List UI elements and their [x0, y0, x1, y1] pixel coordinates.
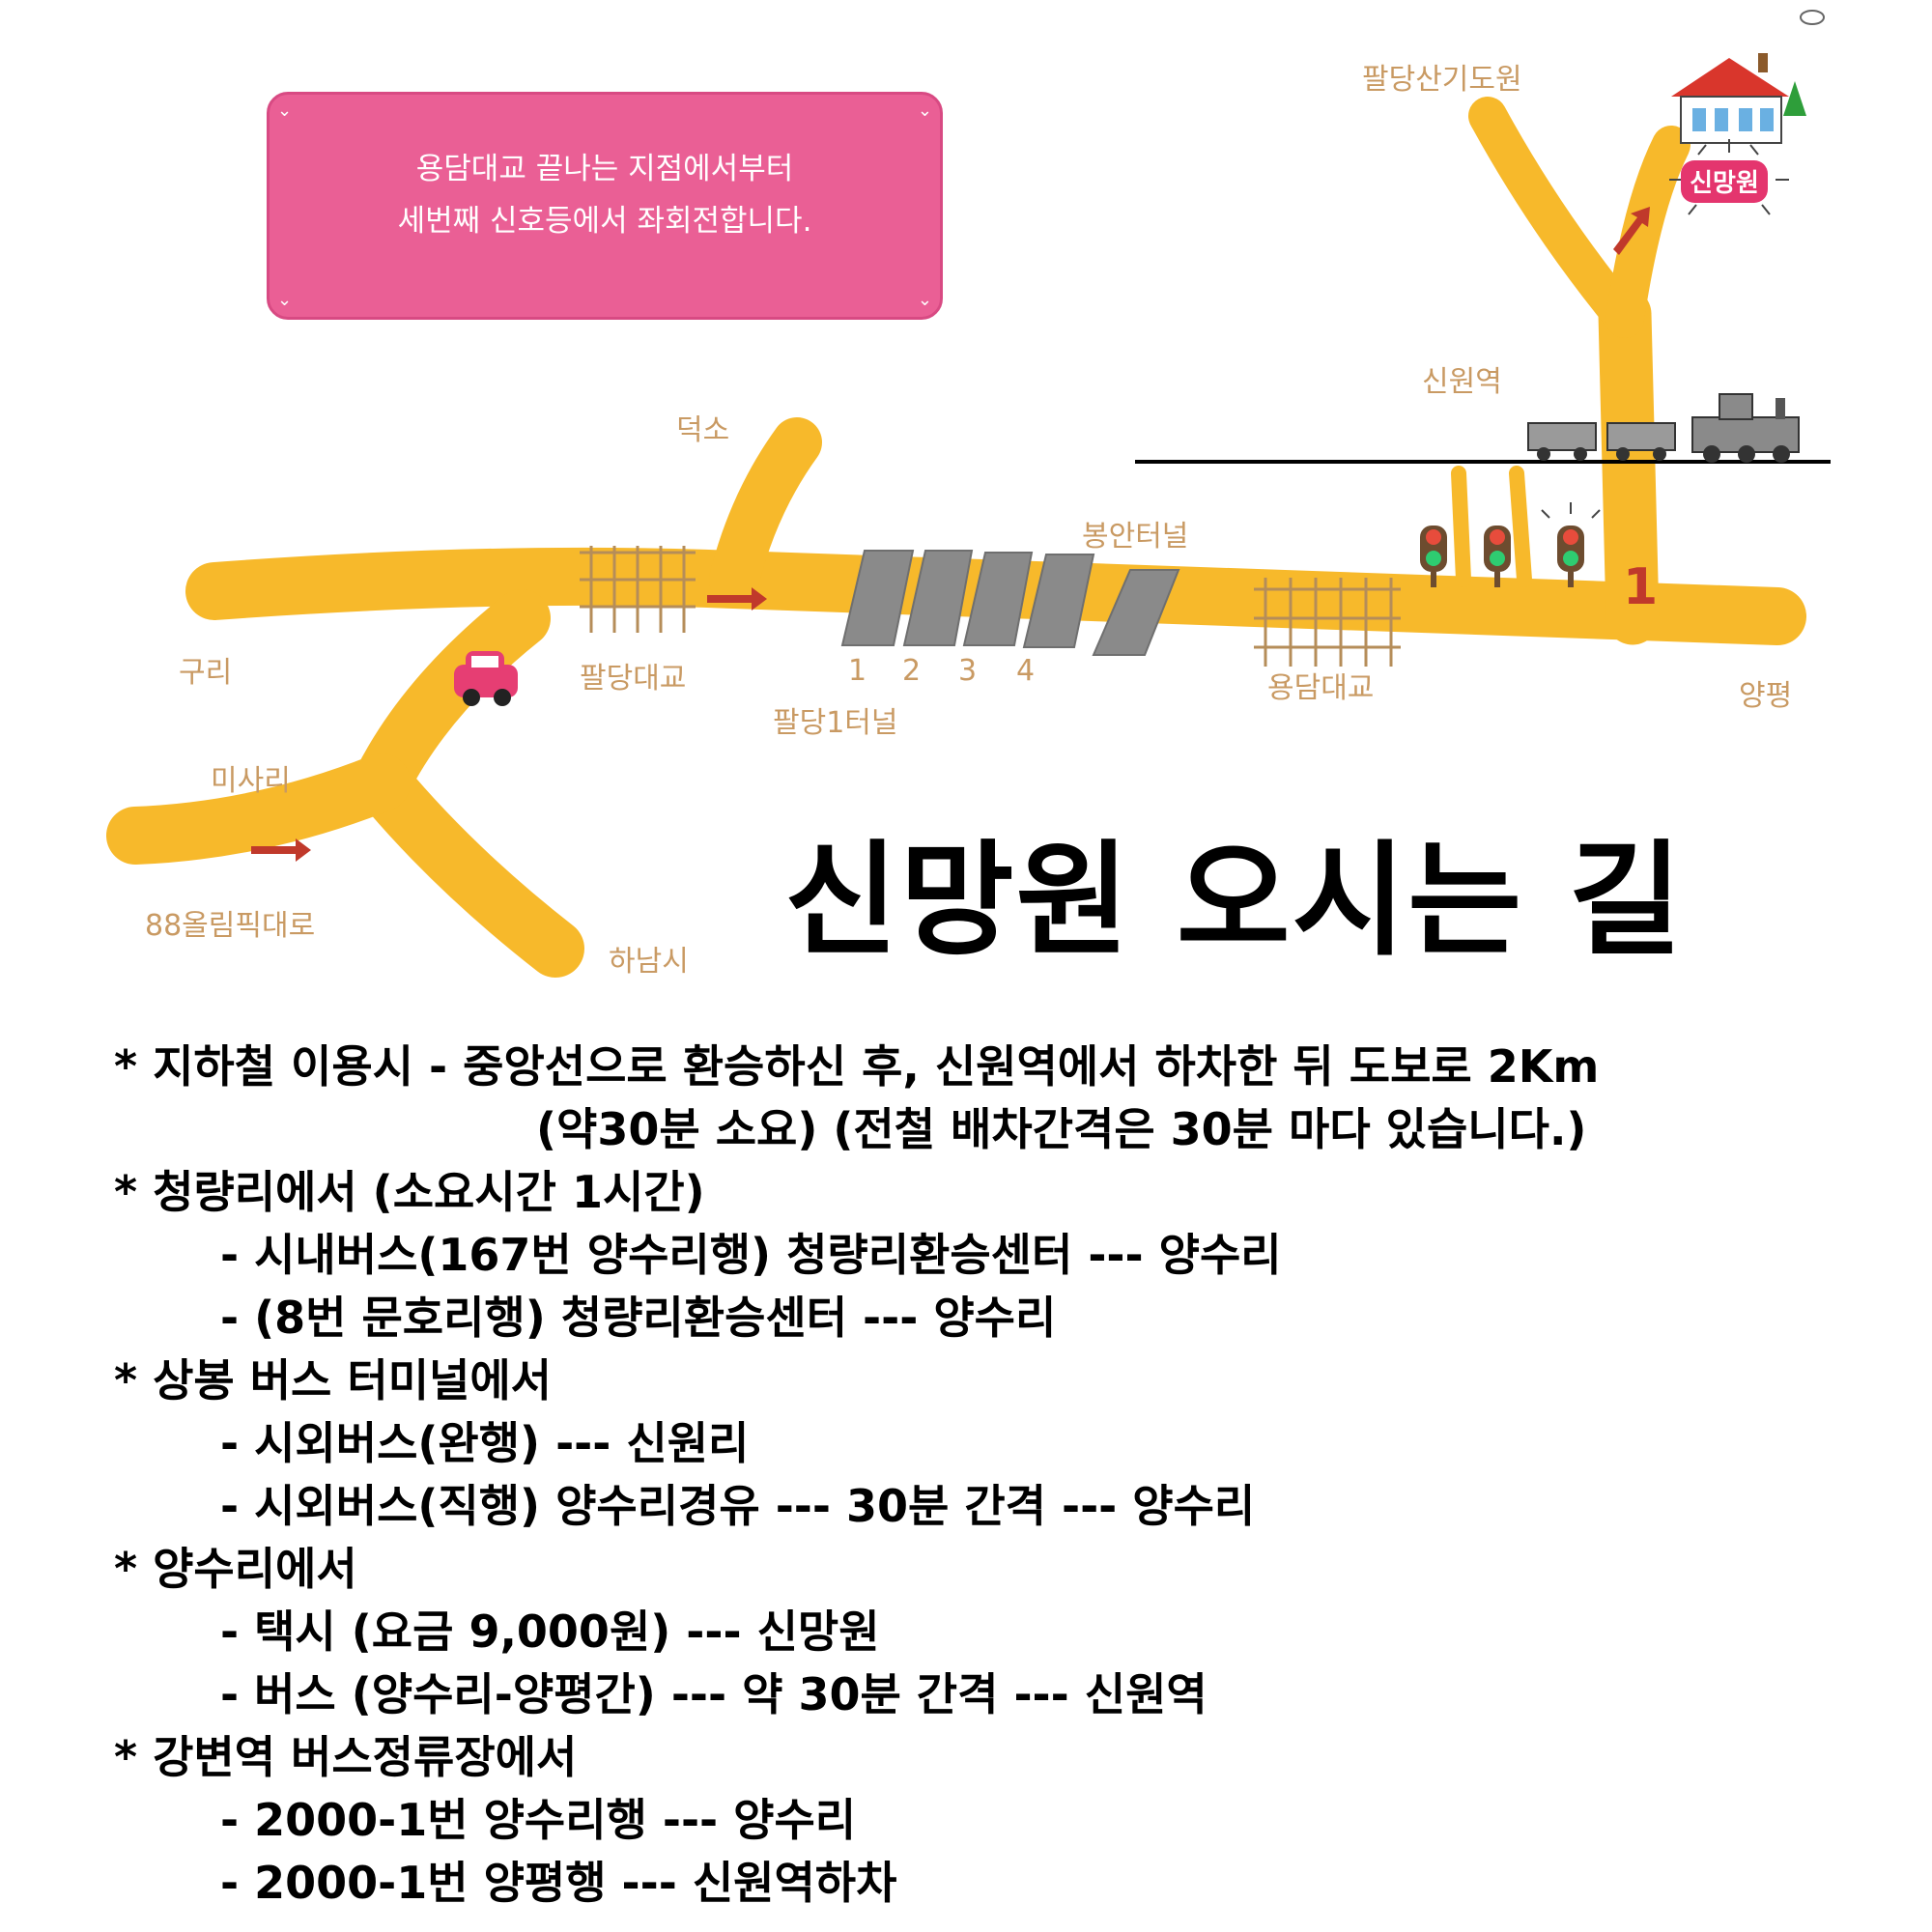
map-labels: 팔당산기도원 신망원 신원역 덕소 봉안터널 구리 팔당대교 1 2 3 4 팔…	[145, 63, 1792, 979]
arrow-icon	[1613, 207, 1650, 255]
label-paldang1-tunnel: 팔당1터널	[773, 706, 898, 740]
page-title: 신망원 오시는 길	[784, 829, 1685, 973]
side-street-2	[1509, 466, 1532, 587]
direction-heading: * 양수리에서	[114, 1543, 357, 1595]
railway	[1135, 393, 1831, 464]
label-yangpyeong: 양평	[1739, 679, 1792, 713]
direction-heading: * 상봉 버스 터미널에서	[114, 1354, 552, 1406]
tunnel-4-icon	[1022, 554, 1095, 648]
traffic-light-icon	[1420, 526, 1447, 587]
direction-arrows	[251, 207, 1650, 862]
label-tunnel-number: 1	[848, 654, 867, 688]
direction-item: - 택시 (요금 9,000원) --- 신망원	[220, 1605, 880, 1658]
traffic-light-icon	[1541, 502, 1601, 587]
label-olympic-road: 88올림픽대로	[145, 909, 315, 943]
direction-item: - 시외버스(직행) 양수리경유 --- 30분 간격 --- 양수리	[220, 1480, 1256, 1532]
label-guri: 구리	[179, 656, 232, 690]
tunnel-3-icon	[962, 552, 1034, 646]
label-shinmangwon: 신망원	[1690, 169, 1759, 198]
label-bongan-tunnel: 봉안터널	[1082, 520, 1188, 554]
direction-heading: * 강변역 버스정류장에서	[114, 1731, 578, 1783]
label-hanam: 하남시	[609, 945, 689, 979]
label-shinwon-station: 신원역	[1422, 365, 1502, 399]
bridge-icons	[580, 546, 1401, 667]
notice-line: 세번째 신호등에서 좌회전합니다.	[397, 204, 812, 239]
direction-item: - (8번 문호리행) 청량리환승센터 --- 양수리	[220, 1292, 1057, 1344]
direction-item: - 시내버스(167번 양수리행) 청량리환승센터 --- 양수리	[220, 1229, 1282, 1281]
house-icon	[1671, 10, 1825, 144]
label-tunnel-number: 3	[958, 654, 977, 688]
paldang-bridge-icon	[580, 546, 696, 633]
north-road	[1598, 287, 1660, 645]
yongdam-bridge-icon	[1254, 578, 1401, 667]
deokso-road	[709, 417, 822, 605]
label-signal-number: 1	[1623, 558, 1658, 616]
label-misari: 미사리	[211, 764, 291, 798]
label-palmdang-sanggi: 팔당산기도원	[1362, 63, 1522, 97]
route-map: 팔당산기도원 신망원 신원역 덕소 봉안터널 구리 팔당대교 1 2 3 4 팔…	[106, 10, 1831, 979]
train-icon	[1527, 393, 1800, 463]
label-tunnel-number: 2	[902, 654, 921, 688]
direction-item: - 시외버스(완행) --- 신원리	[220, 1417, 750, 1469]
direction-item: (약30분 소요) (전철 배차간격은 30분 마다 있습니다.)	[536, 1103, 1587, 1155]
direction-heading: * 청량리에서 (소요시간 1시간)	[114, 1166, 705, 1218]
direction-item: - 2000-1번 양수리행 --- 양수리	[220, 1794, 857, 1846]
notice-box: ⌄ ⌄ ⌄ ⌄ 용담대교 끝나는 지점에서부터 세번째 신호등에서 좌회전합니다…	[267, 92, 943, 320]
shinmangwon-badge	[1669, 139, 1789, 215]
directions-list: * 지하철 이용시 - 중앙선으로 환승하신 후, 신원역에서 하차한 뒤 도보…	[114, 1036, 1911, 1915]
car-icon	[454, 651, 518, 706]
tunnel-icons	[840, 550, 1180, 656]
direction-heading: * 지하철 이용시 - 중앙선으로 환승하신 후, 신원역에서 하차한 뒤 도보…	[114, 1040, 1600, 1093]
tunnel-1-icon	[840, 550, 915, 646]
label-deokso: 덕소	[676, 413, 729, 447]
label-tunnel-number: 4	[1016, 654, 1035, 688]
notice-line: 용담대교 끝나는 지점에서부터	[415, 152, 794, 186]
traffic-lights	[1420, 502, 1601, 587]
tunnel-2-icon	[902, 550, 974, 646]
side-street-1	[1451, 466, 1471, 587]
arrow-icon	[707, 587, 767, 611]
label-yongdam-bridge: 용담대교	[1267, 671, 1374, 705]
traffic-light-icon	[1484, 526, 1511, 587]
olympic-road	[106, 753, 411, 865]
bongan-tunnel-icon	[1092, 569, 1180, 656]
branch-left	[1468, 97, 1644, 338]
arrow-icon	[251, 838, 311, 862]
direction-item: - 2000-1번 양평행 --- 신원역하차	[220, 1857, 897, 1909]
label-paldang-bridge: 팔당대교	[580, 662, 686, 696]
direction-item: - 버스 (양수리-양평간) --- 약 30분 간격 --- 신원역	[220, 1668, 1208, 1720]
